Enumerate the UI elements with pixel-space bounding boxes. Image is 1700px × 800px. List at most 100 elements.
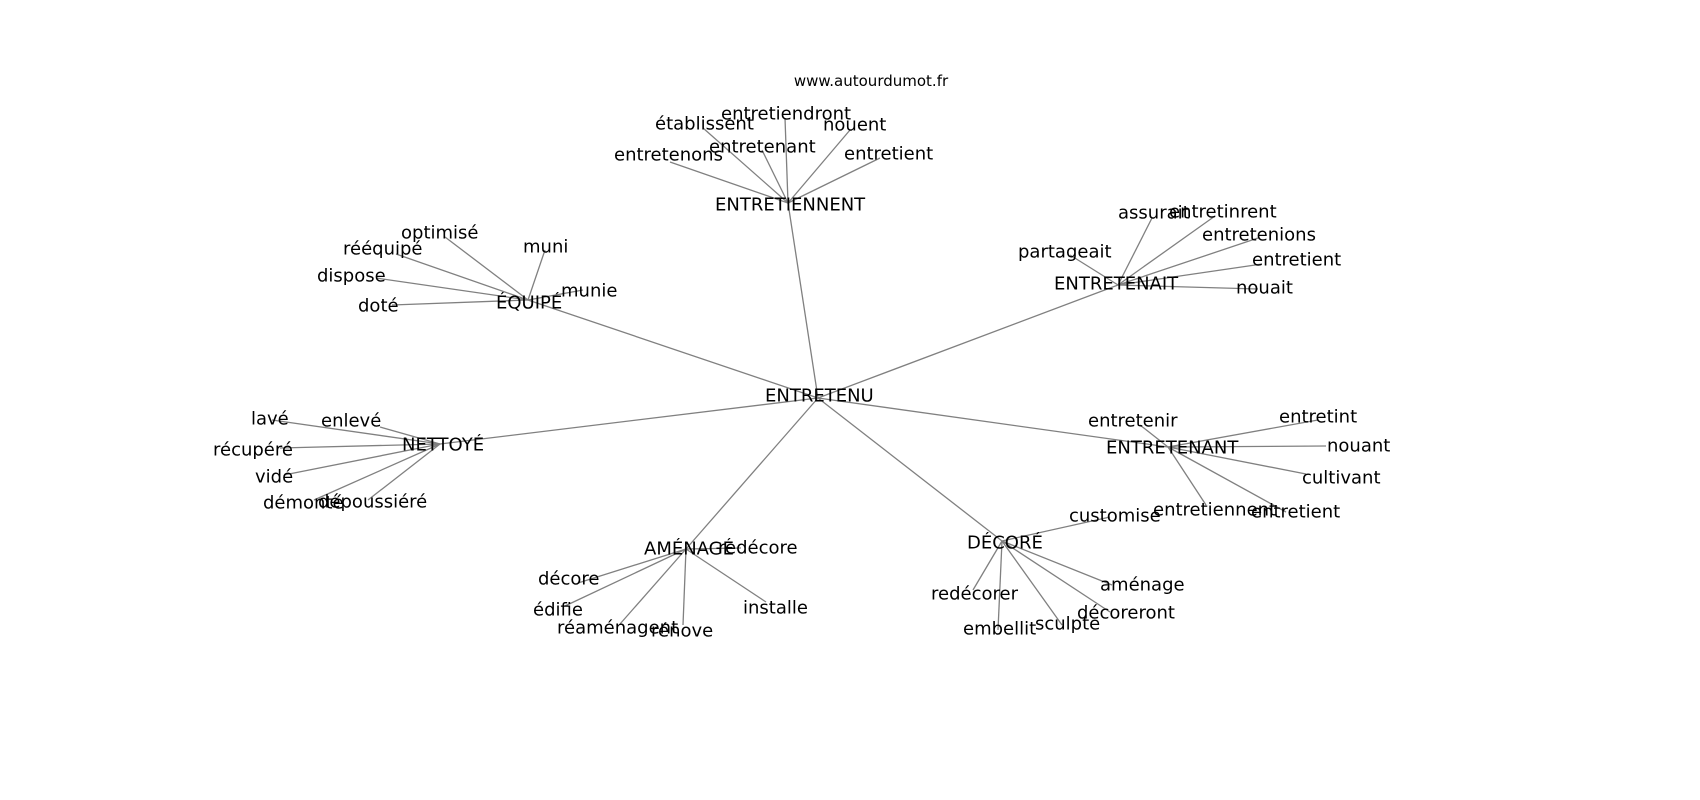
label-layer: ENTRETENU ENTRETIENNENT entretenons établis…: [213, 104, 1390, 642]
leaf-node-entretenant-0[interactable]: entretenir: [1088, 411, 1178, 432]
edge-nettoye-leaf-4: [313, 443, 441, 501]
leaf-node-entretenait-3[interactable]: entretient: [1252, 250, 1341, 271]
edge-entretenant-leaf-2: [1167, 445, 1327, 448]
edge-entretenait-leaf-4: [1117, 284, 1259, 290]
edge-amenage-leaf-5: [685, 548, 767, 603]
leaf-node-equipe-2[interactable]: dispose: [317, 266, 386, 287]
leaf-node-entretenant-5[interactable]: entretient: [1251, 502, 1340, 523]
edge-amenage-leaf-3: [619, 548, 687, 625]
edge-decore-leaf-5: [972, 540, 1003, 591]
edge-entretiennent-leaf-4: [787, 129, 851, 204]
edge-decore-leaf-4: [997, 540, 1003, 631]
leaf-node-entretiennent-0[interactable]: entretenons: [614, 145, 723, 166]
hub-node-entretiennent[interactable]: ENTRETIENNENT: [715, 195, 866, 216]
edge-entretiennent-leaf-1: [702, 127, 789, 204]
edge-entretenait-leaf-0: [1117, 217, 1153, 286]
edge-amenage-leaf-4: [682, 548, 687, 626]
edge-amenage-leaf-0: [685, 547, 742, 550]
hub-node-amenage[interactable]: AMÉNAGÉ: [644, 538, 734, 560]
edge-nettoye-leaf-1: [379, 426, 441, 445]
edge-center-entretiennent: [787, 202, 819, 399]
edge-amenage-leaf-1: [577, 548, 687, 584]
leaf-node-decore-2[interactable]: décoreront: [1077, 603, 1175, 624]
leaf-node-decore-3[interactable]: sculpte: [1035, 614, 1100, 635]
edge-equipe-leaf-4: [527, 249, 546, 301]
edge-center-decore: [817, 397, 1003, 542]
edge-entretenait-leaf-5: [1069, 254, 1119, 286]
edge-entretenant-leaf-5: [1167, 446, 1287, 513]
leaf-node-equipe-3[interactable]: doté: [358, 296, 399, 317]
edge-entretenait-leaf-1: [1117, 215, 1216, 286]
leaf-node-entretiennent-4[interactable]: nouent: [823, 115, 886, 136]
leaf-node-decore-0[interactable]: customise: [1069, 506, 1161, 527]
leaf-node-entretenant-1[interactable]: entretint: [1279, 407, 1357, 428]
edge-center-entretenant: [817, 397, 1169, 448]
leaf-node-nettoye-5[interactable]: dépoussiéré: [318, 492, 427, 513]
leaf-node-equipe-4[interactable]: muni: [523, 237, 568, 258]
leaf-node-nettoye-3[interactable]: vidé: [255, 467, 293, 488]
leaf-node-entretenait-1[interactable]: entretinrent: [1169, 202, 1277, 223]
edge-equipe-leaf-5: [527, 289, 584, 301]
leaf-node-amenage-1[interactable]: décore: [538, 569, 600, 590]
edge-entretenait-leaf-3: [1117, 263, 1263, 286]
edge-nettoye-leaf-3: [283, 443, 441, 476]
leaf-node-amenage-3[interactable]: réaménagent: [557, 618, 678, 639]
leaf-node-entretenait-4[interactable]: nouait: [1236, 278, 1293, 299]
edge-center-amenage: [685, 397, 819, 550]
edge-entretenant-leaf-1: [1167, 419, 1319, 448]
leaf-node-amenage-0[interactable]: redécore: [718, 538, 798, 559]
leaf-node-entretiennent-3[interactable]: entretiendront: [721, 104, 851, 125]
hub-node-entretenant[interactable]: ENTRETENANT: [1106, 438, 1239, 459]
leaf-node-entretiennent-1[interactable]: établissent: [655, 114, 754, 135]
edge-decore-leaf-1: [1001, 540, 1113, 586]
edge-center-nettoye: [439, 397, 819, 445]
edge-entretenait-leaf-2: [1117, 237, 1259, 286]
leaf-node-equipe-5[interactable]: munie: [561, 281, 617, 302]
hub-node-nettoye[interactable]: NETTOYÉ: [402, 434, 484, 456]
leaf-node-entretiennent-2[interactable]: entretenant: [709, 137, 816, 158]
leaf-node-decore-5[interactable]: redécorer: [931, 584, 1019, 605]
leaf-node-nettoye-2[interactable]: récupéré: [213, 440, 293, 461]
leaf-node-equipe-0[interactable]: optimisé: [401, 223, 478, 244]
leaf-node-nettoye-0[interactable]: lavé: [251, 409, 289, 430]
edge-equipe-leaf-2: [375, 277, 529, 301]
leaf-node-amenage-2[interactable]: édifie: [533, 600, 583, 621]
leaf-node-decore-4[interactable]: embellit: [963, 619, 1036, 640]
leaf-node-entretenait-2[interactable]: entretenions: [1202, 225, 1316, 246]
leaf-node-amenage-5[interactable]: installe: [743, 598, 808, 619]
leaf-node-entretiennent-5[interactable]: entretient: [844, 144, 933, 165]
edge-equipe-leaf-3: [391, 299, 529, 306]
edge-entretiennent-leaf-3: [784, 117, 789, 204]
edge-center-entretenait: [817, 284, 1119, 399]
leaf-node-nettoye-4[interactable]: démonté: [263, 493, 344, 514]
leaf-node-equipe-1[interactable]: rééquipé: [343, 239, 423, 260]
leaf-node-entretenait-5[interactable]: partageait: [1018, 242, 1112, 263]
edge-entretenant-leaf-0: [1139, 424, 1169, 448]
edge-nettoye-leaf-0: [271, 419, 441, 445]
leaf-node-entretenait-0[interactable]: assurait: [1118, 203, 1190, 224]
edge-decore-leaf-0: [1001, 516, 1111, 542]
edge-amenage-leaf-2: [564, 548, 687, 607]
leaf-node-entretenant-4[interactable]: entretiennent: [1153, 500, 1276, 521]
leaf-node-entretenant-3[interactable]: cultivant: [1302, 468, 1381, 489]
hub-node-decore[interactable]: DÉCORÉ: [967, 532, 1043, 554]
edge-equipe-leaf-1: [395, 253, 529, 301]
center-node-label[interactable]: ENTRETENU: [765, 386, 874, 407]
edge-layer: [271, 117, 1327, 631]
leaf-node-entretenant-2[interactable]: nouant: [1327, 436, 1390, 457]
hub-node-equipe[interactable]: ÉQUIPÉ: [496, 292, 562, 314]
leaf-node-amenage-4[interactable]: rénove: [651, 621, 713, 642]
leaf-node-nettoye-1[interactable]: enlevé: [321, 411, 381, 432]
edge-decore-leaf-3: [1001, 540, 1063, 626]
leaf-node-decore-1[interactable]: aménage: [1100, 575, 1185, 596]
edge-nettoye-leaf-2: [279, 443, 441, 449]
edge-entretenant-leaf-3: [1167, 446, 1307, 475]
edge-nettoye-leaf-5: [367, 443, 441, 501]
edge-center-equipe: [527, 299, 819, 399]
site-url: www.autourdumot.fr: [793, 72, 949, 90]
hub-node-entretenait[interactable]: ENTRETENAIT: [1054, 274, 1179, 295]
edge-entretiennent-leaf-5: [787, 157, 881, 204]
edge-entretenant-leaf-4: [1167, 446, 1207, 506]
